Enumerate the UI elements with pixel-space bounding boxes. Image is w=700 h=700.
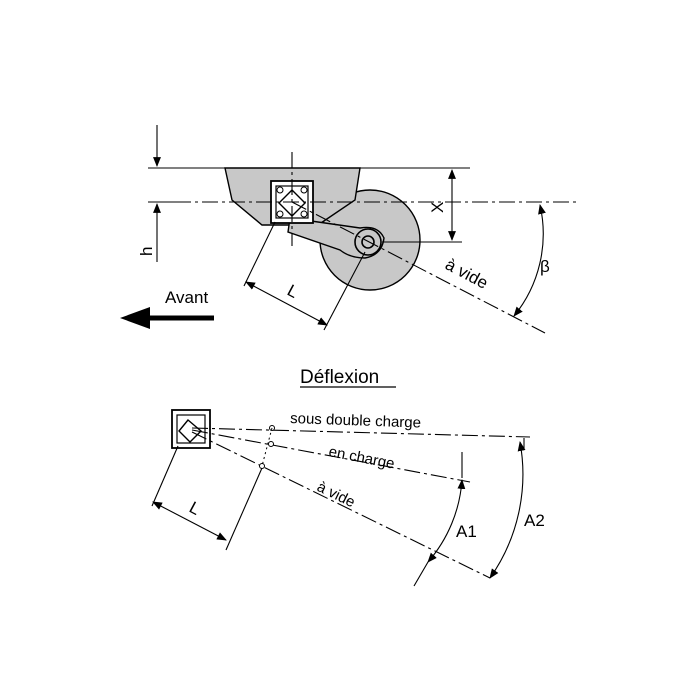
beta-label: β bbox=[540, 257, 550, 276]
torsion-rubber-2 bbox=[300, 186, 308, 194]
sous-double-charge-label: sous double charge bbox=[290, 410, 421, 432]
a2-label: A2 bbox=[524, 511, 545, 530]
l-extension-4 bbox=[225, 467, 263, 551]
axle-hub-outer bbox=[354, 228, 382, 256]
pivot-marker-3 bbox=[259, 463, 265, 469]
beta-angle-arc bbox=[513, 204, 546, 317]
deflection-tube-core bbox=[178, 419, 203, 443]
a1-label: A1 bbox=[456, 522, 477, 541]
top-view: h X L à vide β Avant bbox=[120, 125, 578, 334]
l-extension-3 bbox=[151, 445, 179, 507]
swing-arm bbox=[287, 217, 385, 259]
deflection-title: Déflexion bbox=[300, 367, 379, 388]
torsion-rubber-4 bbox=[300, 210, 308, 218]
en-charge-label: en charge bbox=[327, 443, 396, 472]
h-label: h bbox=[137, 247, 156, 256]
a-vide-label-top: à vide bbox=[442, 255, 491, 293]
l-dimension-line bbox=[245, 281, 328, 326]
a2-angle-arc bbox=[489, 441, 526, 579]
line-en-charge bbox=[191, 429, 471, 483]
pivot-dotted-link bbox=[261, 427, 273, 467]
avant-label: Avant bbox=[165, 288, 208, 307]
line-sous-double-charge bbox=[191, 427, 531, 438]
a-vide-label-bottom: à vide bbox=[314, 478, 357, 511]
l-label-bottom: L bbox=[186, 498, 203, 519]
arm-axis-line bbox=[291, 201, 546, 334]
torsion-rubber-3 bbox=[276, 210, 284, 218]
a1-tail bbox=[413, 561, 429, 587]
avant-arrow-head bbox=[120, 307, 150, 329]
deflection-view: Déflexion L sous double charge en charge… bbox=[151, 367, 545, 587]
x-label: X bbox=[428, 202, 447, 213]
torsion-rubber-1 bbox=[276, 186, 284, 194]
l-extension-1 bbox=[243, 221, 276, 287]
l-dimension-line-bottom bbox=[152, 501, 227, 541]
axle-hub-inner bbox=[361, 235, 375, 249]
a1-angle-arc bbox=[427, 479, 466, 563]
l-extension-2 bbox=[323, 251, 366, 331]
l-label-top: L bbox=[284, 281, 301, 302]
pivot-marker-2 bbox=[268, 441, 274, 447]
